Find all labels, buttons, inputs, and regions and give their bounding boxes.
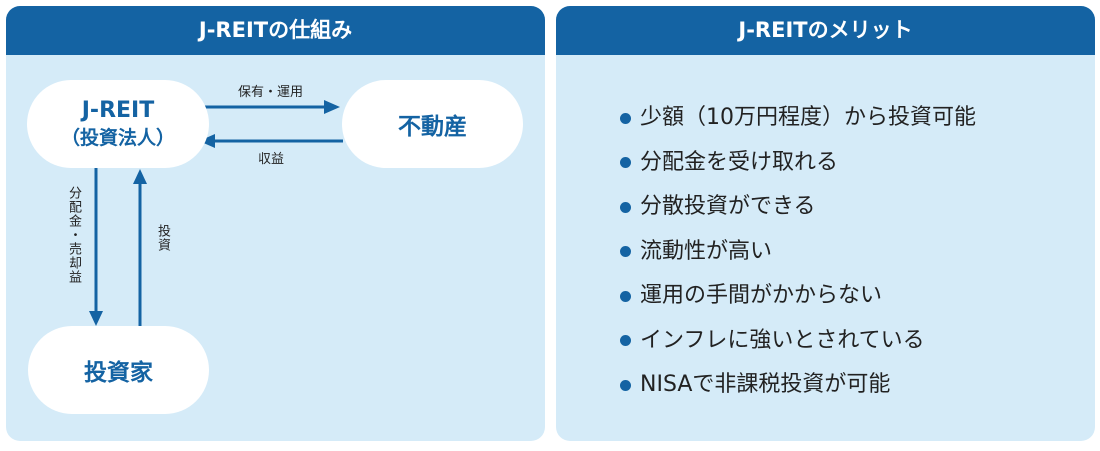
bullet-icon [620,335,631,347]
list-item: 分配金を受け取れる [620,141,976,186]
list-item: 運用の手間がかからない [620,274,976,319]
label-revenue: 収益 [258,152,285,167]
node-jreit: J-REIT （投資法人） [27,80,209,168]
bullet-icon [620,246,631,258]
list-item: 少額（10万円程度）から投資可能 [620,96,976,141]
jreit-merits-panel: J-REITのメリット [556,6,1095,441]
list-item: インフレに強いとされている [620,319,976,364]
node-investor: 投資家 [28,326,209,414]
label-distribution: 分配金・売却益 [66,186,81,284]
bullet-icon [620,201,631,213]
bullet-icon [620,290,631,302]
list-item: NISAで非課税投資が可能 [620,363,976,408]
node-jreit-sub: （投資法人） [60,127,175,149]
panel-title: J-REITの仕組み [6,6,545,55]
node-real-estate: 不動産 [342,80,523,168]
bullet-icon [620,157,631,169]
node-jreit-name: J-REIT [81,98,155,123]
bullet-icon [620,112,631,124]
bullet-icon [620,379,631,391]
merits-list: 少額（10万円程度）から投資可能 分配金を受け取れる 分散投資ができる 流動性が… [620,96,976,408]
label-hold-manage: 保有・運用 [238,85,304,100]
panel-title: J-REITのメリット [556,6,1095,55]
label-investment: 投資 [155,224,170,252]
list-item: 分散投資ができる [620,185,976,230]
list-item: 流動性が高い [620,230,976,275]
